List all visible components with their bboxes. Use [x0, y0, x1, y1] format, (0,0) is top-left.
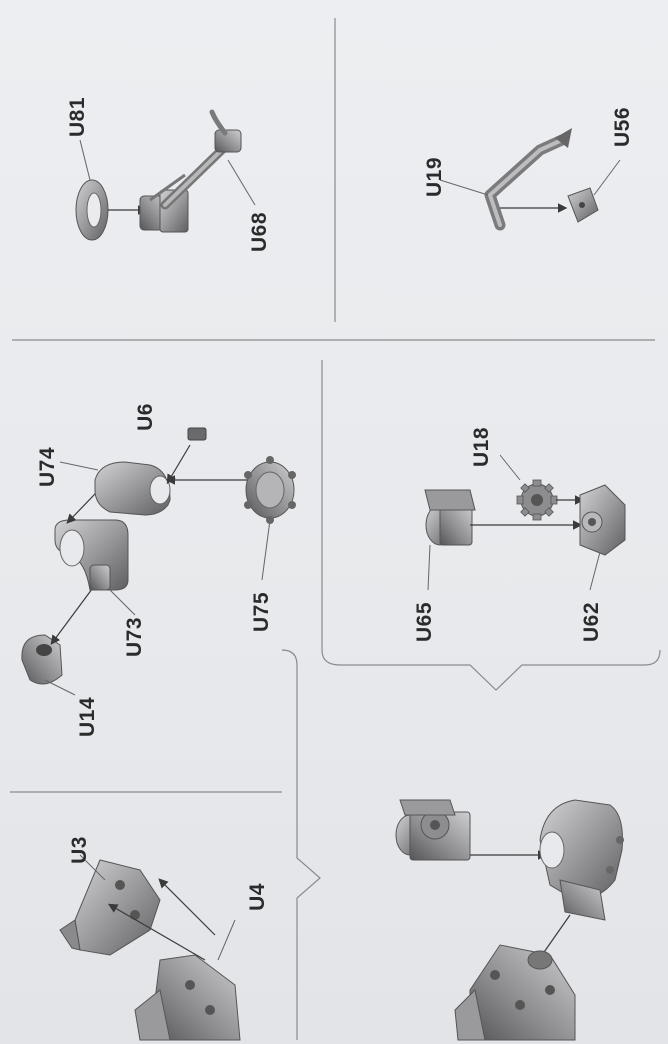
part-u6-block — [188, 428, 206, 440]
label-u19: U19 — [423, 157, 447, 197]
label-u74: U74 — [36, 447, 60, 487]
assembly-motor — [455, 945, 575, 1040]
label-u73: U73 — [123, 617, 147, 657]
part-u14-cap — [22, 635, 62, 684]
panel-u81-u68 — [76, 112, 255, 240]
label-u3: U3 — [68, 836, 92, 864]
label-u68: U68 — [248, 212, 272, 252]
part-u65-bracket — [425, 490, 475, 545]
panel-u19-u56 — [440, 128, 620, 225]
label-u6: U6 — [134, 403, 158, 431]
part-u3-unit — [60, 860, 160, 955]
panel-u14-u73-u74 — [22, 428, 296, 695]
panel-u65-u18-u62 — [425, 455, 625, 590]
part-u75-flange — [244, 456, 296, 524]
part-u18-gear — [517, 480, 557, 520]
label-u4: U4 — [246, 883, 270, 911]
label-u62: U62 — [580, 602, 604, 642]
panel-final-assembly — [396, 800, 624, 1040]
label-u14: U14 — [76, 697, 100, 737]
panel-u3-u4 — [60, 855, 240, 1040]
assembly-bracket-gear — [396, 800, 470, 860]
part-u19-pipe — [490, 140, 562, 225]
part-u4-motor — [135, 955, 240, 1040]
label-u65: U65 — [413, 602, 437, 642]
part-u68-shaft — [140, 112, 241, 232]
assembly-housing — [540, 800, 624, 920]
label-u18: U18 — [470, 427, 494, 467]
part-u62-gearbox — [580, 485, 625, 555]
label-u75: U75 — [250, 592, 274, 632]
label-u81: U81 — [66, 97, 90, 137]
label-u56: U56 — [611, 107, 635, 147]
